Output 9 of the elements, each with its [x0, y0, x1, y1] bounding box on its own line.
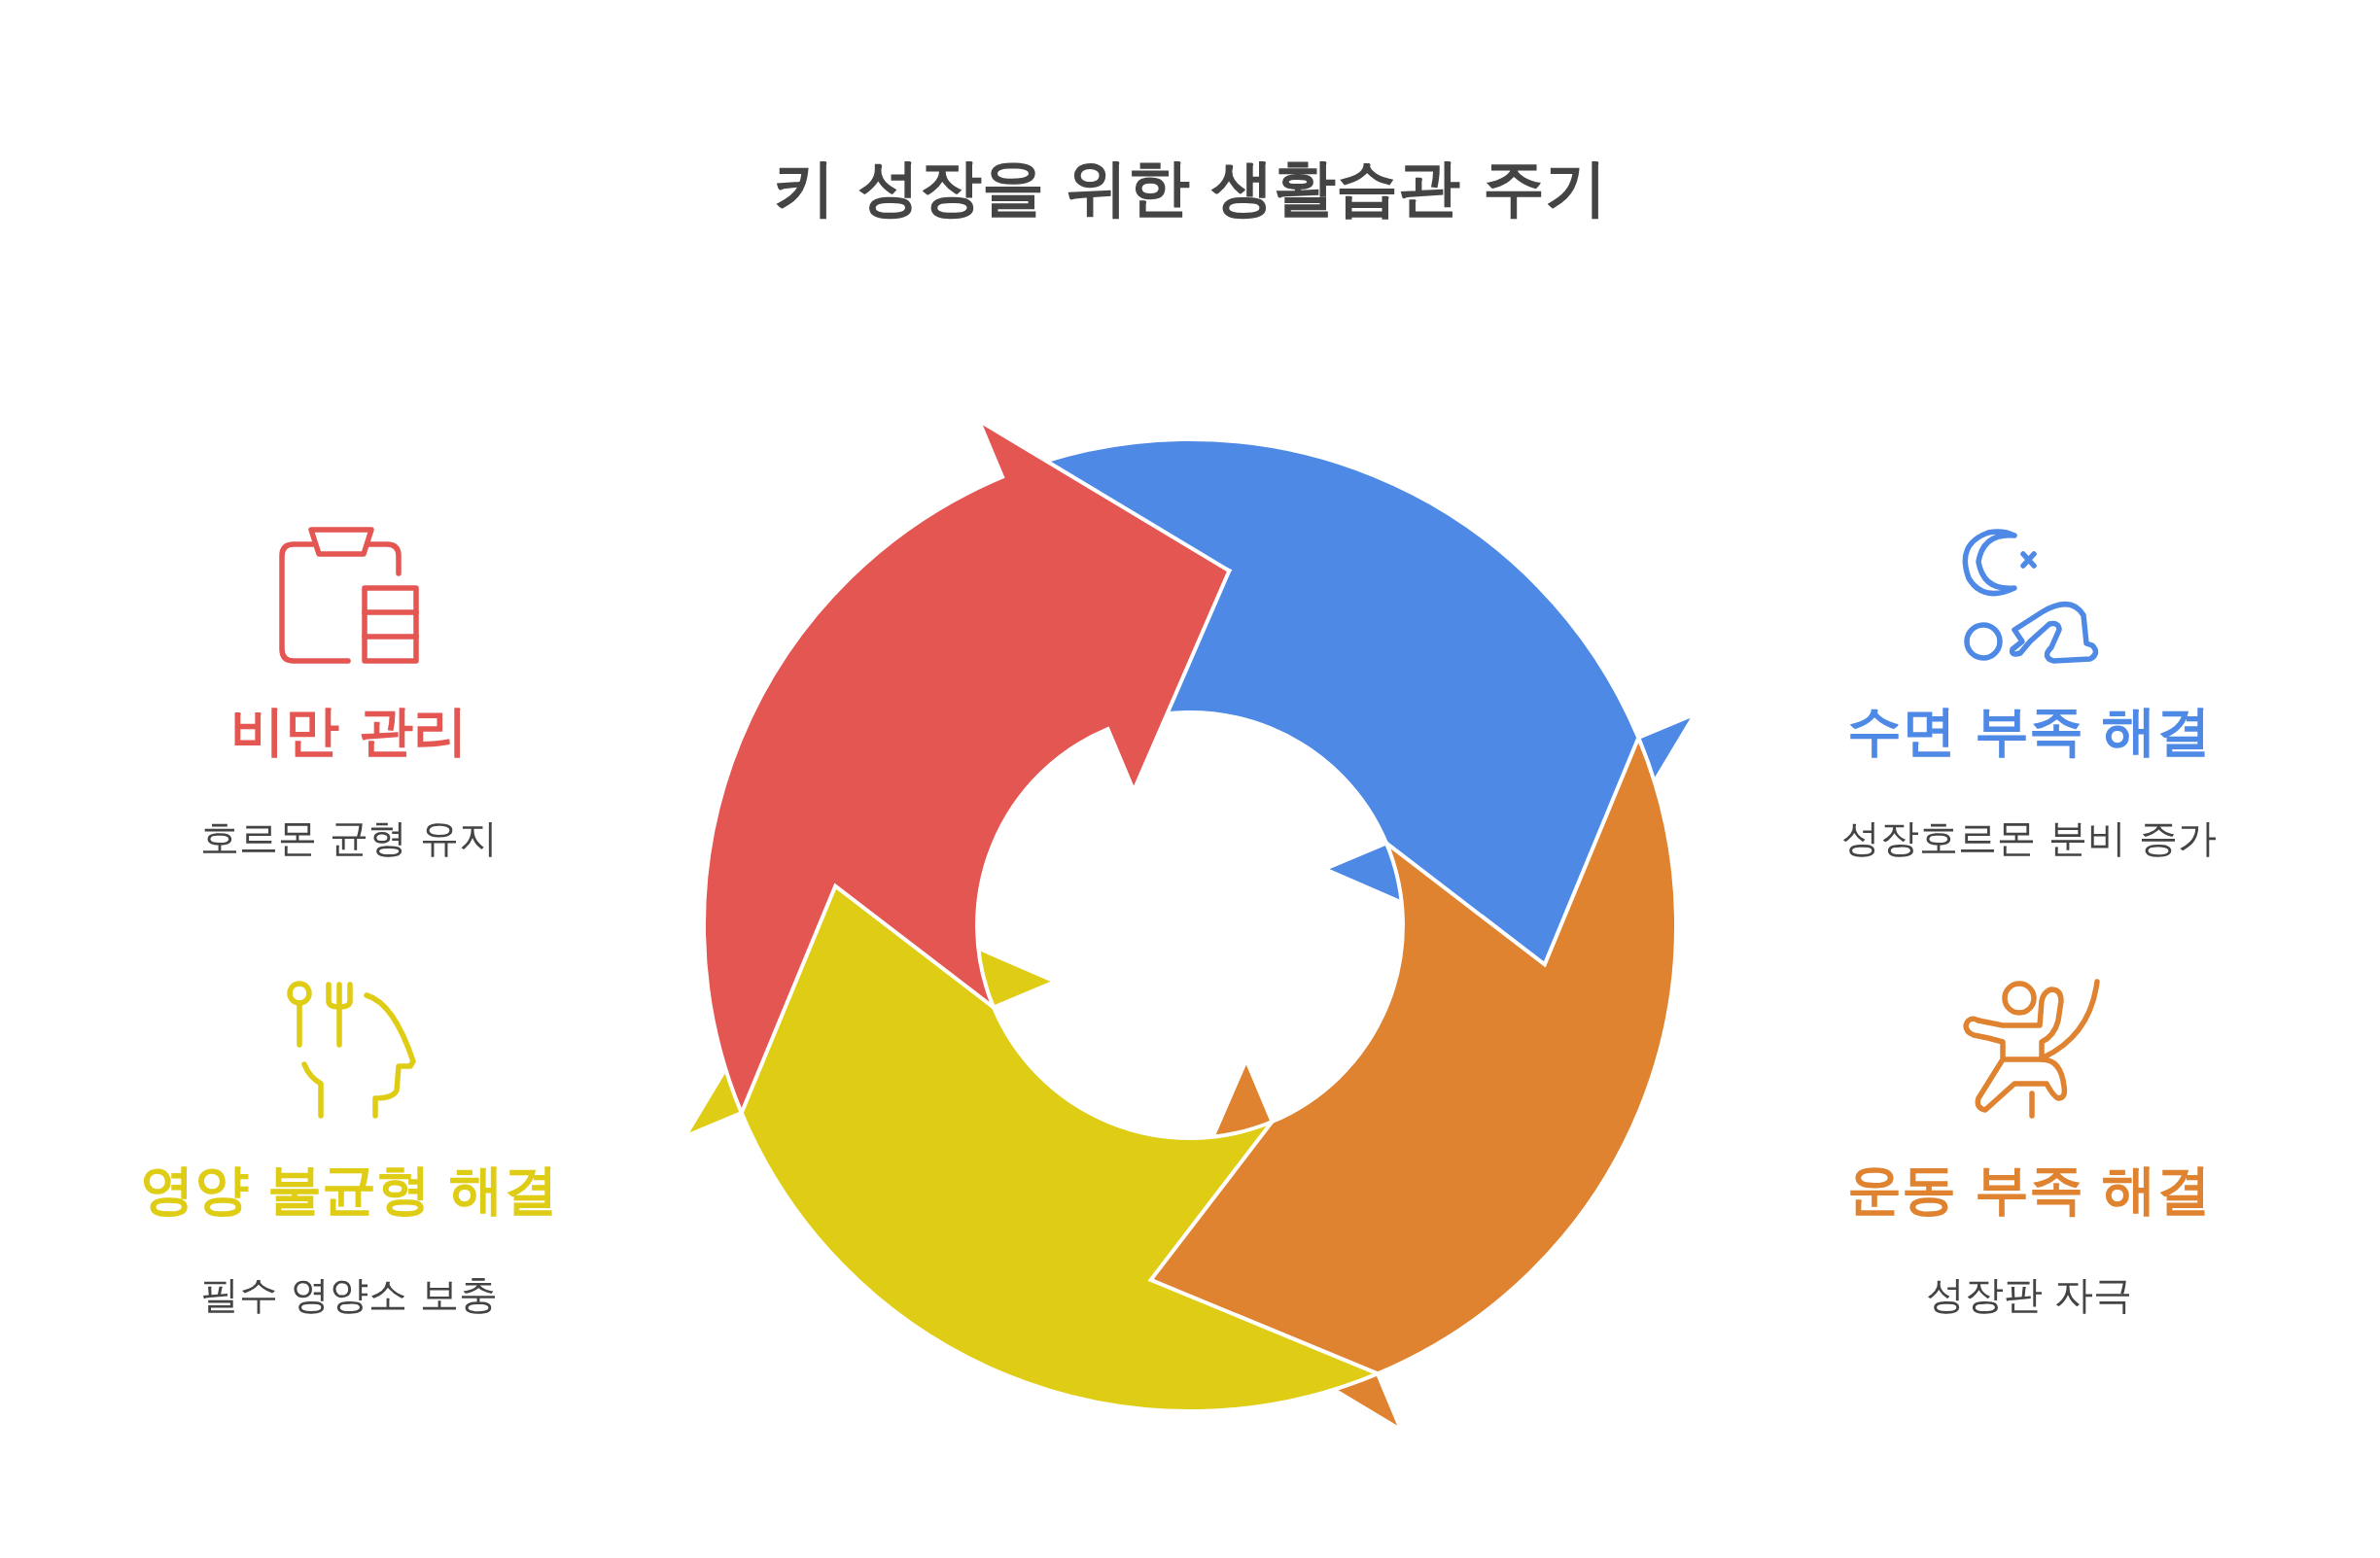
heading: 수면 부족 해결 — [1846, 698, 2212, 764]
description: 성장호르몬 분비 증가 — [1841, 814, 2217, 861]
heading: 영양 불균형 해결 — [139, 1157, 559, 1223]
heading: 비만 관리 — [230, 698, 468, 764]
description: 성장판 자극 — [1925, 1271, 2133, 1318]
heading: 운동 부족 해결 — [1846, 1157, 2212, 1223]
description: 호르몬 균형 유지 — [200, 814, 498, 861]
description: 필수 영양소 보충 — [200, 1271, 498, 1318]
title: 키 성장을 위한 생활습관 주기 — [773, 151, 1607, 225]
